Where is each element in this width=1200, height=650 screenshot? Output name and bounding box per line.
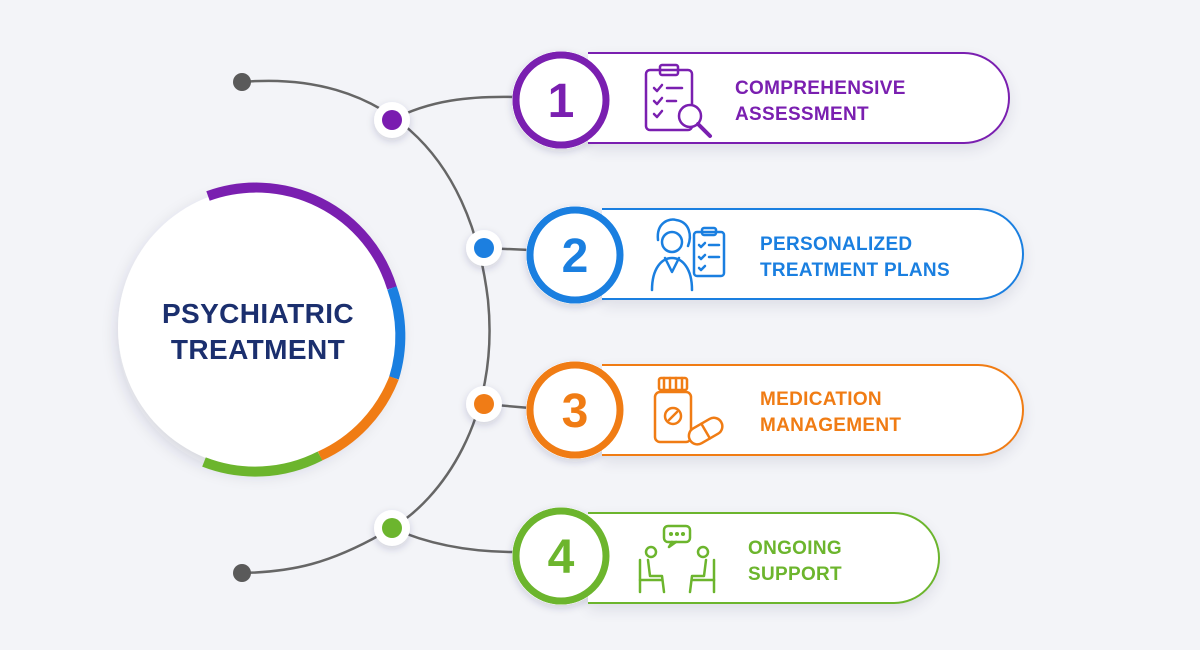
step-label-4-line2: SUPPORT bbox=[748, 564, 842, 585]
center-title: PSYCHIATRIC TREATMENT bbox=[122, 296, 394, 368]
step-label-1: COMPREHENSIVE ASSESSMENT bbox=[735, 76, 906, 128]
step-label-3-line1: MEDICATION bbox=[760, 389, 882, 410]
step-number-4: 4 bbox=[548, 531, 575, 584]
node-dot-1 bbox=[374, 102, 410, 138]
step-label-3-line2: MANAGEMENT bbox=[760, 415, 902, 436]
step-number-2: 2 bbox=[562, 230, 589, 283]
step-number-1: 1 bbox=[548, 75, 575, 128]
step-label-1-line1: COMPREHENSIVE bbox=[735, 78, 906, 99]
step-label-2: PERSONALIZED TREATMENT PLANS bbox=[760, 232, 950, 284]
node-dot-4 bbox=[374, 510, 410, 546]
step-label-1-line2: ASSESSMENT bbox=[735, 104, 869, 125]
doctor-checklist-icon bbox=[650, 218, 726, 292]
step-card-2 bbox=[602, 208, 1024, 300]
center-title-line2: TREATMENT bbox=[170, 334, 346, 365]
step-card-4 bbox=[588, 512, 940, 604]
counseling-session-icon bbox=[638, 524, 716, 594]
center-ring-purple bbox=[206, 182, 397, 290]
step-label-2-line1: PERSONALIZED bbox=[760, 234, 913, 255]
center-ring-orange bbox=[317, 376, 399, 461]
step-card-3 bbox=[602, 364, 1024, 456]
node-dot-3 bbox=[466, 386, 502, 422]
step-card-1 bbox=[588, 52, 1010, 144]
center-ring-blue bbox=[387, 286, 406, 380]
step-label-3: MEDICATION MANAGEMENT bbox=[760, 387, 901, 439]
step-label-4: ONGOING SUPPORT bbox=[748, 536, 842, 588]
connector-end-bottom bbox=[233, 564, 251, 582]
center-ring-green bbox=[202, 451, 323, 477]
clipboard-magnifier-icon bbox=[644, 63, 712, 138]
step-number-3: 3 bbox=[562, 385, 589, 438]
center-circle bbox=[118, 182, 406, 477]
pill-bottle-icon bbox=[653, 376, 724, 446]
center-title-line1: PSYCHIATRIC bbox=[161, 298, 355, 329]
step-label-4-line1: ONGOING bbox=[748, 538, 842, 559]
connector-end-top bbox=[233, 73, 251, 91]
node-dot-2 bbox=[466, 230, 502, 266]
step-label-2-line2: TREATMENT PLANS bbox=[760, 260, 950, 281]
